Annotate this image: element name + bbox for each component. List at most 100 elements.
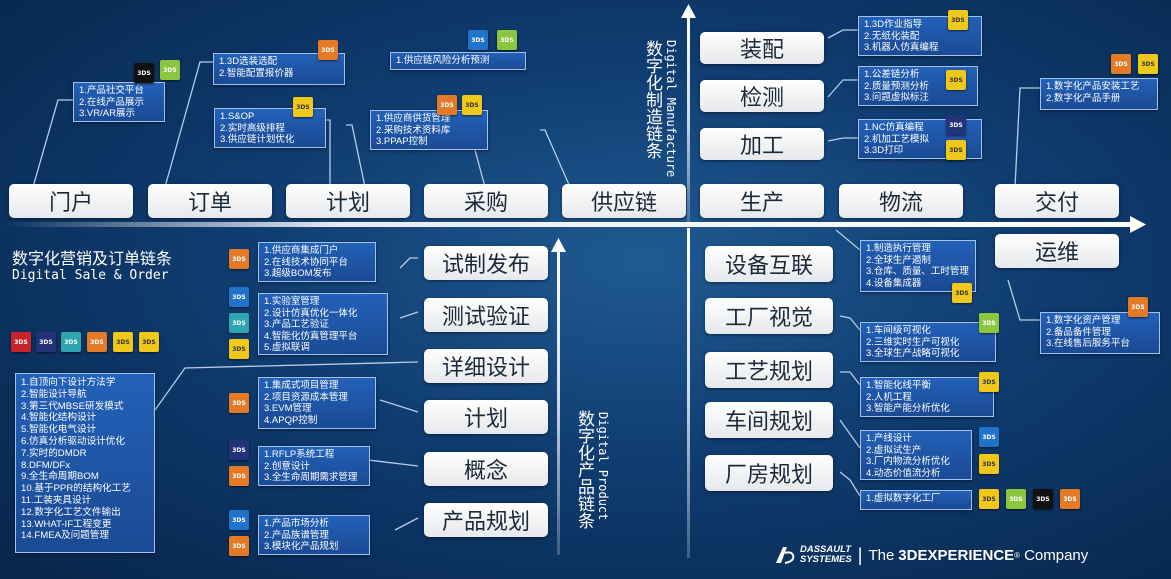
brand-app-icon [946,70,966,90]
vertical-axis-top-arrow [681,4,696,18]
brand-app-icon [1111,54,1131,74]
brand-app-icon [946,140,966,160]
pill-concept: 概念 [424,452,548,486]
brand-the: The [868,546,895,564]
brand-app-icon [229,510,249,530]
pill-product-plan: 产品规划 [424,503,548,537]
brand-app-icon [952,283,972,303]
brand-app-icon [468,30,488,50]
product-chain-subtitle: Digital Product [596,412,610,521]
ds-logo-icon [776,547,795,564]
brand-app-icon [229,339,249,359]
brand-app-icon [1138,54,1158,74]
pill-plant-plan: 厂房规划 [705,455,833,491]
brand-app-icon [979,313,999,333]
horizontal-axis [0,222,1130,227]
pill-assembly: 装配 [700,32,824,64]
brand-app-icon [113,332,133,352]
brand-app-icon [979,372,999,392]
brand-app-icon [497,30,517,50]
brand-app-icon [1128,297,1148,317]
pill-workshop-plan: 车间规划 [705,402,833,438]
pill-testing: 测试验证 [424,298,548,332]
brand-app-icon [1033,489,1053,509]
brand-app-icon [134,63,154,83]
pill-factory-vision: 工厂视觉 [705,298,833,334]
brand-app-icon [229,440,249,460]
pill-logistics: 物流 [839,184,963,218]
vertical-axis-left-arrow [551,238,566,252]
brand-line1: DASSAULT [800,544,852,555]
brand-app-icon [160,60,180,80]
brand-app-icon [229,393,249,413]
manufacture-chain-title: 数字化制造链条 [643,40,662,159]
manufacture-chain-subtitle: Digital Manufacture [664,40,678,178]
pill-device-iot: 设备互联 [705,246,833,282]
product-chain-title: 数字化产品链条 [575,410,594,529]
brand-sep: | [857,544,863,565]
pill-plan: 计划 [286,184,410,218]
pill-machining: 加工 [700,128,824,160]
box-plant-plan: 1.虚拟数字化工厂 [860,490,972,510]
brand-app-icon [229,536,249,556]
brand-app-icon [11,332,31,352]
brand-app-icon [229,466,249,486]
vertical-axis-top [687,14,690,222]
brand-line2: SYSTEMES [800,554,852,565]
pill-project-plan: 计划 [424,400,548,434]
brand-app-icon [229,287,249,307]
pill-detail-design: 详细设计 [424,349,548,383]
brand-app-icon [462,95,482,115]
pill-order: 订单 [148,184,272,218]
brand-app-icon [946,115,966,135]
horizontal-axis-arrow [1130,216,1146,233]
brand-company: Company [1024,546,1089,564]
pill-process-plan: 工艺规划 [705,352,833,388]
brand-app-icon [1060,489,1080,509]
pill-production: 生产 [700,184,824,218]
pill-trial-release: 试制发布 [424,246,548,280]
brand-app-icon [139,332,159,352]
brand-app-icon [979,489,999,509]
pill-supply-chain: 供应链 [562,184,686,218]
pill-inspection: 检测 [700,80,824,112]
brand-app-icon [61,332,81,352]
pill-portal: 门户 [9,184,133,218]
brand-app-icon [437,95,457,115]
sale-order-chain-subtitle: Digital Sale & Order [12,268,169,283]
brand-app-icon [948,10,968,30]
brand-app-icon [1006,489,1026,509]
brand-app-icon [293,97,313,117]
brand-app-icon [979,427,999,447]
pill-delivery: 交付 [995,184,1119,218]
sale-order-chain-title: 数字化营销及订单链条 [12,251,173,268]
vertical-axis-left [557,250,560,555]
pill-purchase: 采购 [424,184,548,218]
brand-app-icon [318,40,338,60]
brand-app-icon [979,454,999,474]
brand-app-icon [229,249,249,269]
vertical-axis-bottom [687,228,690,558]
brand-app-icon [229,313,249,333]
box-supply-risk: 1.供应链风险分析预测 [390,52,526,70]
brand-reg: ® [1014,550,1021,560]
brand-app-icon [36,332,56,352]
pill-operation: 运维 [995,234,1119,268]
brand-experience: 3DEXPERIENCE [898,546,1015,564]
